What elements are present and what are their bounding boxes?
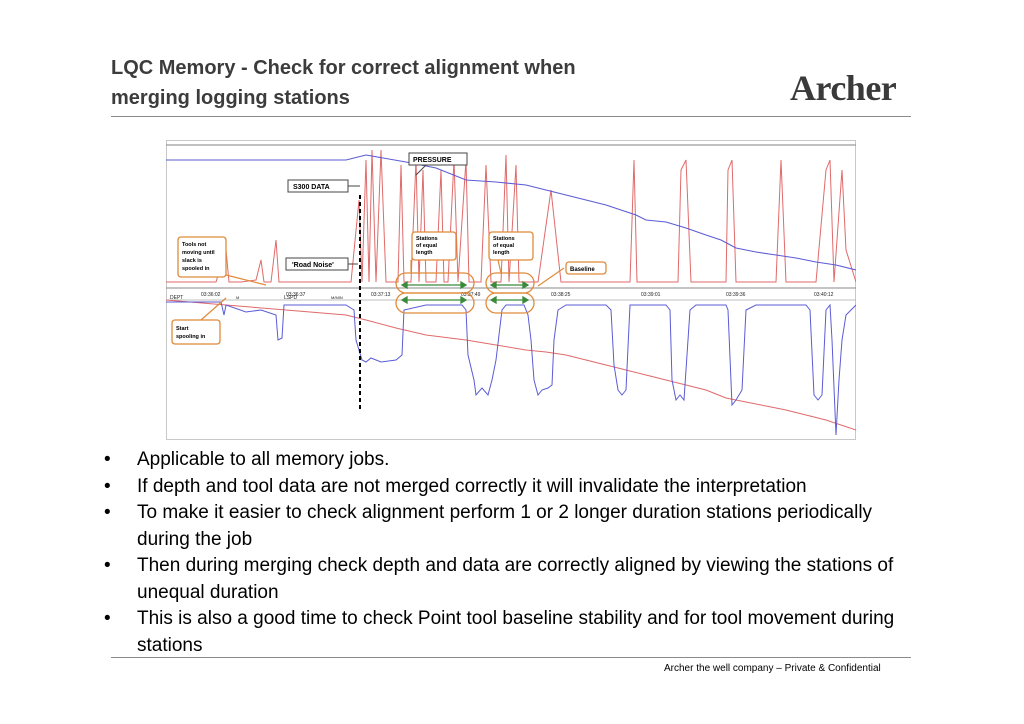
archer-logo: Archer bbox=[790, 68, 897, 108]
tools-callout-line-2: moving until bbox=[182, 250, 215, 256]
log-figure: 03:36:02 03:36:37 03:37:13 03:37:49 03:3… bbox=[166, 140, 856, 440]
slide-title: LQC Memory - Check for correct alignment… bbox=[111, 53, 751, 113]
footer-text: Archer the well company – Private & Conf… bbox=[664, 663, 881, 674]
time-tick-3: 03:37:13 bbox=[371, 292, 391, 298]
stations-circle-1-bottom bbox=[395, 292, 475, 314]
depth-trace bbox=[166, 299, 856, 431]
pressure-label: PRESSURE bbox=[413, 157, 452, 164]
bullet-item: If depth and tool data are not merged co… bbox=[104, 474, 924, 501]
stations-callout-1-line-3: length bbox=[416, 250, 433, 256]
stations-circle-2-bottom bbox=[485, 292, 535, 314]
tools-callout-line-3: slack is bbox=[182, 258, 202, 264]
slide-title-line-1: LQC Memory - Check for correct alignment… bbox=[111, 57, 576, 79]
bullet-list: Applicable to all memory jobs. If depth … bbox=[104, 447, 924, 659]
stations-callout-1-box bbox=[411, 231, 457, 261]
time-tick-6: 03:39:01 bbox=[641, 292, 661, 298]
pressure-label-box bbox=[408, 152, 468, 166]
slide-title-line-2: merging logging stations bbox=[111, 87, 350, 109]
tools-callout-line-1: Tools not bbox=[182, 242, 207, 248]
baseline-callout-box bbox=[565, 261, 607, 275]
svg-text:Stations of equal leng: Stations of equal length bbox=[416, 236, 439, 256]
time-tick-1: 03:36:02 bbox=[201, 292, 221, 298]
bullet-item: Applicable to all memory jobs. bbox=[104, 447, 924, 474]
lspd-label: LSPD bbox=[284, 295, 297, 301]
figure-frame bbox=[166, 140, 856, 440]
header-divider bbox=[111, 116, 911, 117]
bullet-item: This is also a good time to check Point … bbox=[104, 606, 924, 659]
bullet-item: To make it easier to check alignment per… bbox=[104, 500, 924, 553]
stations-callout-1-line-1: Stations bbox=[416, 236, 438, 242]
dept-unit: M bbox=[236, 295, 239, 300]
start-spooling-line-1: Start bbox=[176, 326, 189, 332]
bullet-item: Then during merging check depth and data… bbox=[104, 553, 924, 606]
stations-callout-2-line-2: of equal bbox=[493, 243, 515, 249]
lspd-unit: M/MIN bbox=[331, 295, 343, 300]
time-tick-8: 03:40:12 bbox=[814, 292, 834, 298]
s300-label: S300 DATA bbox=[293, 184, 330, 191]
svg-text:Start spooling in: Start spooling in bbox=[176, 326, 206, 340]
stations-callout-2-line-3: length bbox=[493, 250, 510, 256]
tool-data-trace bbox=[166, 301, 856, 436]
start-spooling-line-2: spooling in bbox=[176, 334, 206, 340]
tools-callout-box bbox=[177, 236, 227, 278]
dept-label: DEPT bbox=[170, 295, 183, 301]
stations-callout-1-line-2: of equal bbox=[416, 243, 438, 249]
equal-length-arrows bbox=[400, 280, 530, 305]
footer-divider bbox=[111, 657, 911, 658]
tools-callout-line-4: spooled in bbox=[182, 266, 210, 272]
baseline-callout-label: Baseline bbox=[570, 267, 595, 273]
start-spooling-callout-box bbox=[171, 319, 221, 345]
time-tick-5: 03:38:25 bbox=[551, 292, 571, 298]
time-tick-7: 03:39:36 bbox=[726, 292, 746, 298]
svg-text:Tools not moving until: Tools not moving until slack is spooled … bbox=[182, 242, 216, 272]
stations-callout-2-box bbox=[488, 231, 534, 261]
stations-callout-2-line-1: Stations bbox=[493, 236, 515, 242]
svg-text:Stations of equal leng: Stations of equal length bbox=[493, 236, 516, 256]
time-tick-2: 03:36:37 bbox=[286, 292, 306, 298]
road-noise-label: 'Road Noise' bbox=[292, 262, 334, 269]
